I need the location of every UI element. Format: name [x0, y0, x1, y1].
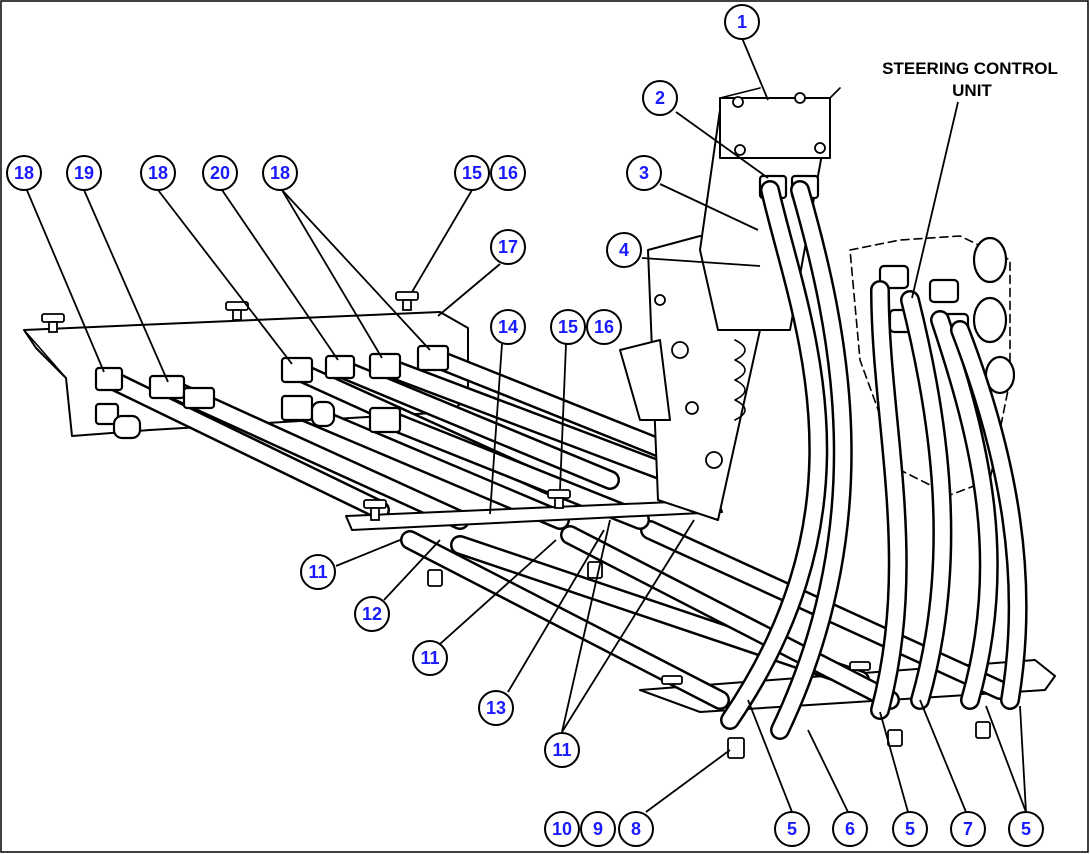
callout-11-lower: 11 — [544, 732, 580, 768]
svg-text:15: 15 — [558, 317, 578, 337]
callout-12: 12 — [354, 596, 390, 632]
curved-hose-group — [720, 180, 1028, 740]
svg-text:20: 20 — [210, 163, 230, 183]
svg-text:11: 11 — [308, 562, 327, 582]
svg-text:1: 1 — [737, 12, 747, 32]
svg-text:15: 15 — [462, 163, 482, 183]
callout-5-left: 5 — [774, 811, 810, 847]
svg-text:2: 2 — [655, 88, 665, 108]
callout-3: 3 — [626, 155, 662, 191]
callout-5-middle: 5 — [892, 811, 928, 847]
callout-15-middle: 15 — [550, 309, 586, 345]
svg-text:16: 16 — [498, 163, 518, 183]
callout-7: 7 — [950, 811, 986, 847]
svg-text:5: 5 — [1021, 819, 1031, 839]
leader-lines — [25, 37, 1027, 813]
svg-text:5: 5 — [905, 819, 915, 839]
callout-17: 17 — [490, 229, 526, 265]
callout-18-middle: 18 — [140, 155, 176, 191]
svg-text:18: 18 — [148, 163, 168, 183]
callout-13: 13 — [478, 690, 514, 726]
callout-18-left: 18 — [6, 155, 42, 191]
svg-text:18: 18 — [270, 163, 290, 183]
upper-hose-bundle — [102, 350, 700, 530]
svg-text:19: 19 — [74, 163, 94, 183]
svg-text:11: 11 — [552, 740, 571, 760]
svg-text:4: 4 — [619, 240, 629, 260]
svg-text:14: 14 — [498, 317, 518, 337]
callout-11-upper: 11 — [300, 554, 336, 590]
svg-text:11: 11 — [420, 648, 439, 668]
bracket-bolts — [41, 291, 419, 333]
callout-6: 6 — [832, 811, 868, 847]
callout-10: 10 — [544, 811, 580, 847]
callout-20: 20 — [202, 155, 238, 191]
svg-text:7: 7 — [963, 819, 973, 839]
svg-text:10: 10 — [552, 819, 572, 839]
svg-text:5: 5 — [787, 819, 797, 839]
svg-text:12: 12 — [362, 604, 382, 624]
callout-18-right: 18 — [262, 155, 298, 191]
svg-text:3: 3 — [639, 163, 649, 183]
svg-text:8: 8 — [631, 819, 641, 839]
callout-16-top: 16 — [490, 155, 526, 191]
callout-19: 19 — [66, 155, 102, 191]
callout-11-middle: 11 — [412, 640, 448, 676]
callout-4: 4 — [606, 232, 642, 268]
callout-15-top: 15 — [454, 155, 490, 191]
callout-1: 1 — [724, 4, 760, 40]
caption-line-2: UNIT — [952, 81, 992, 100]
hose-end-fittings — [94, 344, 450, 440]
svg-text:9: 9 — [593, 819, 603, 839]
callout-9: 9 — [580, 811, 616, 847]
caption-line-1: STEERING CONTROL — [882, 59, 1058, 78]
svg-text:17: 17 — [498, 237, 518, 257]
svg-text:13: 13 — [486, 698, 506, 718]
callout-14: 14 — [490, 309, 526, 345]
svg-text:6: 6 — [845, 819, 855, 839]
svg-text:18: 18 — [14, 163, 34, 183]
svg-text:16: 16 — [594, 317, 614, 337]
callout-5-right: 5 — [1008, 811, 1044, 847]
callout-8: 8 — [618, 811, 654, 847]
callout-2: 2 — [642, 80, 678, 116]
callout-16-middle: 16 — [586, 309, 622, 345]
